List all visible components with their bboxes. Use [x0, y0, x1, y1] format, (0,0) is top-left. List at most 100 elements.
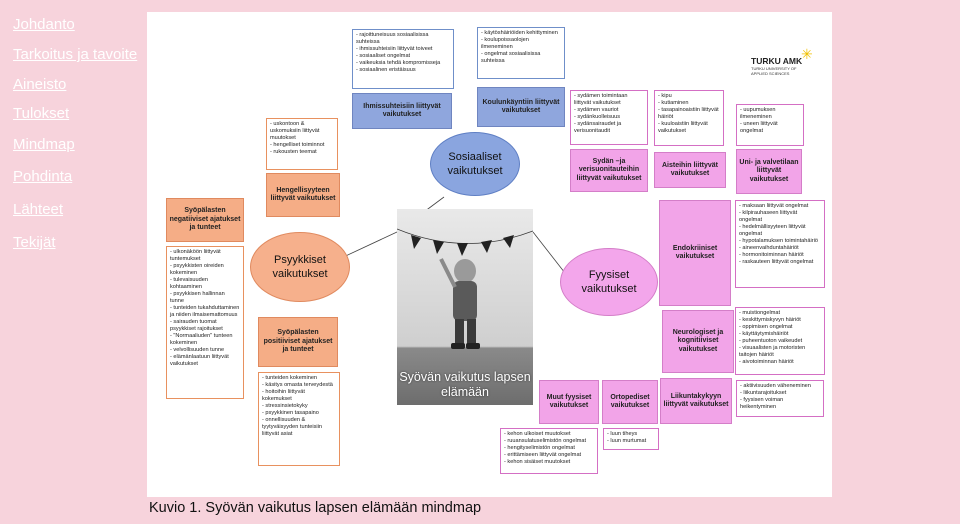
- physical-ortho-header: Ortopediset vaikutukset: [602, 380, 658, 424]
- list-item: psyykkinen tasapaino: [262, 410, 336, 417]
- psych-effects-node: Psyykkiset vaikutukset: [250, 232, 350, 302]
- list-item: kehon ulkoiset muutokset: [504, 431, 594, 438]
- list-item: velvollisuuden tunne: [170, 347, 240, 354]
- mindmap-canvas: ✳ TURKU AMK TURKU UNIVERSITY OF APPLIED …: [147, 12, 832, 497]
- child-photo: Syövän vaikutus lapsen elämään: [397, 209, 533, 405]
- sun-star-icon: ✳: [801, 46, 813, 62]
- logo-subtitle: TURKU UNIVERSITY OF APPLIED SCIENCES: [751, 66, 797, 76]
- list-item: rajoittuneisuus sosiaalisissa suhteissa: [356, 32, 450, 46]
- list-item: oppimisen ongelmat: [739, 324, 821, 331]
- list-item: sosiaaliset ongelmat: [356, 53, 450, 60]
- list-item: onnellisuuden & tyytyväisyyden tunteisii…: [262, 417, 336, 438]
- nav-link-aineisto[interactable]: Aineisto: [13, 76, 67, 93]
- list-item: uskontoon & uskomuksiin liittyvät muutok…: [270, 121, 334, 142]
- physical-senses-header: Aisteihin liittyvät vaikutukset: [654, 152, 726, 188]
- list-item: käyttäytymishäiriöt: [739, 331, 821, 338]
- list-item: sydänkuolleisuus: [574, 114, 644, 121]
- list-item: aineenvaihduntahäiriöt: [739, 245, 821, 252]
- physical-heart-header: Sydän –ja verisuonitauteihin liittyvät v…: [570, 149, 648, 192]
- list-item: elämänlaatuun liittyvät vaikutukset: [170, 354, 240, 368]
- list-item: hormonitoiminnan häiriöt: [739, 252, 821, 259]
- physical-other-list: kehon ulkoiset muutokset ruuansulatuseli…: [500, 428, 598, 474]
- social-school-header: Koulunkäyntiin liittyvät vaikutukset: [477, 87, 565, 127]
- list-item: tasapainoaistiin liittyvät häiriöt: [658, 107, 720, 121]
- psych-negative-list: ulkonäköön liittyvät tuntemukset psyykki…: [166, 246, 244, 399]
- list-item: hengityselimistön ongelmat: [504, 445, 594, 452]
- list-item: ulkonäköön liittyvät tuntemukset: [170, 249, 240, 263]
- nav-link-lahteet[interactable]: Lähteet: [13, 201, 64, 218]
- list-item: luun murtumat: [607, 438, 655, 445]
- list-item: hoitoihin liittyvät kokemukset: [262, 389, 336, 403]
- list-item: sydämen toimintaan liittyvät vaikutukset: [574, 93, 644, 107]
- physical-neuro-header: Neurologiset ja kognitiiviset vaikutukse…: [662, 310, 734, 373]
- list-item: sosiaalinen eristäisuus: [356, 67, 450, 74]
- list-item: sydämen vauriot: [574, 107, 644, 114]
- psych-spiritual-list: uskontoon & uskomuksiin liittyvät muutok…: [266, 118, 338, 170]
- list-item: rukousten teemat: [270, 149, 334, 156]
- bunting-child-illustration: [397, 228, 533, 349]
- list-item: sairauden tuomat psyykkiset rajoitukset: [170, 319, 240, 333]
- list-item: luun tiheys: [607, 431, 655, 438]
- physical-mobility-header: Liikuntakykyyn liittyvät vaikutukset: [660, 378, 732, 424]
- list-item: stressinsietokyky: [262, 403, 336, 410]
- physical-senses-list: kipu kutiaminen tasapainoaistiin liittyv…: [654, 90, 724, 146]
- social-school-list: käytöshäiriöiden kehittyminen koulupoiss…: [477, 27, 565, 79]
- physical-neuro-list: muistiongelmat keskittymiskyvyn häiriöt …: [735, 307, 825, 375]
- list-item: psyykkisen hallinnan tunne: [170, 291, 240, 305]
- psych-negative-header: Syöpälasten negatiiviset ajatukset ja tu…: [166, 198, 244, 242]
- list-item: hedelmällisyyteen liittyvät ongelmat: [739, 224, 821, 238]
- nav-link-tekijat[interactable]: Tekijät: [13, 234, 56, 251]
- nav-link-johdanto[interactable]: Johdanto: [13, 16, 75, 33]
- physical-ortho-list: luun tiheys luun murtumat: [603, 428, 659, 450]
- list-item: kutiaminen: [658, 100, 720, 107]
- nav-link-tarkoitus[interactable]: Tarkoitus ja tavoite: [13, 46, 138, 63]
- list-item: "Normaaliuden" tunteen kokeminen: [170, 333, 240, 347]
- figure-caption: Kuvio 1. Syövän vaikutus lapsen elämään …: [149, 500, 482, 516]
- turku-amk-logo: ✳ TURKU AMK TURKU UNIVERSITY OF APPLIED …: [751, 46, 821, 94]
- physical-endocrine-list: maksaan liittyvät ongelmat kilpirauhasee…: [735, 200, 825, 288]
- list-item: uupumuksen ilmeneminen: [740, 107, 800, 121]
- list-item: puheentuoton vaikeudet: [739, 338, 821, 345]
- list-item: koulupoissaolojen ilmeneminen: [481, 37, 561, 51]
- social-relations-header: Ihmissuhteisiin liittyvät vaikutukset: [352, 93, 452, 129]
- list-item: fyysisen voiman heikentyminen: [740, 397, 820, 411]
- list-item: kilpirauhaseen liittyvät ongelmat: [739, 210, 821, 224]
- list-item: tulevaisuuden kohtaaminen: [170, 277, 240, 291]
- list-item: sydänsairaudet ja verisuonitaudit: [574, 121, 644, 135]
- physical-endocrine-header: Endokriiniset vaikutukset: [659, 200, 731, 306]
- list-item: käsitys omasta terveydestä: [262, 382, 336, 389]
- social-effects-node: Sosiaaliset vaikutukset: [430, 132, 520, 196]
- psych-positive-list: tunteiden kokeminen käsitys omasta terve…: [258, 372, 340, 466]
- social-relations-list: rajoittuneisuus sosiaalisissa suhteissa …: [352, 29, 454, 89]
- list-item: visuaalisten ja motoristen taitojen häir…: [739, 345, 821, 359]
- physical-other-header: Muut fyysiset vaikutukset: [539, 380, 599, 424]
- list-item: aivotoiminnan häiriöt: [739, 359, 821, 366]
- nav-link-tulokset[interactable]: Tulokset: [13, 105, 70, 122]
- list-item: aktiivisuuden väheneminen: [740, 383, 820, 390]
- list-item: tunteiden kokeminen: [262, 375, 336, 382]
- logo-title: TURKU AMK: [751, 56, 803, 66]
- list-item: keskittymiskyvyn häiriöt: [739, 317, 821, 324]
- list-item: ihmissuhteisiin liittyvät toiveet: [356, 46, 450, 53]
- physical-effects-node: Fyysiset vaikutukset: [560, 248, 658, 316]
- list-item: kehon sisäiset muutokset: [504, 459, 594, 466]
- side-navigation: Johdanto Tarkoitus ja tavoite Aineisto T…: [0, 0, 150, 524]
- list-item: muistiongelmat: [739, 310, 821, 317]
- list-item: liikuntarajoitukset: [740, 390, 820, 397]
- list-item: maksaan liittyvät ongelmat: [739, 203, 821, 210]
- list-item: kuuloaistiin liittyvät vaikutukset: [658, 121, 720, 135]
- list-item: erittämiseen liittyvät ongelmat: [504, 452, 594, 459]
- list-item: ruuansulatuselimistön ongelmat: [504, 438, 594, 445]
- physical-sleep-header: Uni- ja valvetilaan liittyvät vaikutukse…: [736, 149, 802, 194]
- list-item: psyykkisten oireiden kokeminen: [170, 263, 240, 277]
- physical-mobility-list: aktiivisuuden väheneminen liikuntarajoit…: [736, 380, 824, 417]
- list-item: ongelmat sosiaalisissa suhteissa: [481, 51, 561, 65]
- list-item: tunteiden tukahduttaminen ja niiden ilma…: [170, 305, 240, 319]
- list-item: hypotalamuksen toimintahäiriö: [739, 238, 821, 245]
- nav-link-pohdinta[interactable]: Pohdinta: [13, 168, 73, 185]
- list-item: käytöshäiriöiden kehittyminen: [481, 30, 561, 37]
- nav-link-mindmap[interactable]: Mindmap: [13, 136, 75, 153]
- psych-spiritual-header: Hengellisyyteen liittyvät vaikutukset: [266, 173, 340, 217]
- list-item: uneen liittyvät ongelmat: [740, 121, 800, 135]
- list-item: vaikeuksia tehdä kompromisseja: [356, 60, 450, 67]
